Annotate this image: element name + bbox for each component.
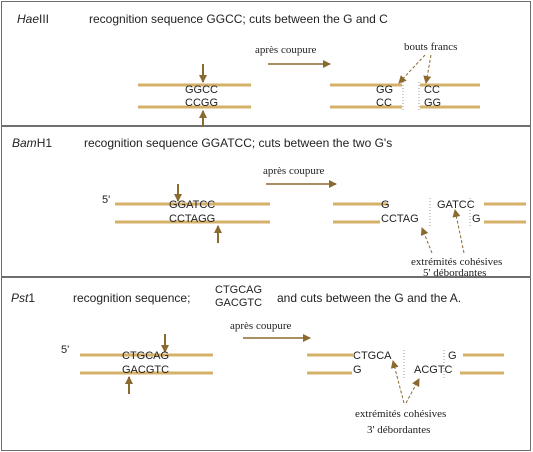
recognition-sequence-top: CTGCAG	[215, 284, 263, 296]
sequence-after-right-bottom: GG	[424, 97, 442, 109]
pointer-arrow-left	[398, 54, 426, 84]
sequence-before-bottom: CCGG	[185, 97, 218, 109]
enzyme-name-italic: Hae	[17, 12, 40, 26]
enzyme-name-italic: Bam	[12, 136, 37, 150]
five-prime-label: 5'	[102, 194, 111, 206]
pointer-arrow-left	[420, 227, 433, 254]
sequence-before-bottom: GACGTC	[122, 364, 170, 376]
result-label-line-2: 3' débordantes	[367, 424, 431, 436]
sequence-after-right-top: GATCC	[437, 199, 475, 211]
panel-haeiii	[1, 1, 531, 126]
sequence-before-top: CTGCAG	[122, 350, 170, 362]
enzyme-name: BamH1	[12, 137, 52, 149]
pointer-arrow-right	[452, 209, 465, 254]
enzyme-name-rest: H1	[36, 136, 53, 150]
sequence-after-left-top: CTGCA	[353, 350, 392, 362]
sequence-after-left-top: GG	[376, 84, 394, 96]
arrow-label: après coupure	[255, 44, 317, 56]
enzyme-name: HaeIII	[17, 13, 49, 25]
sequence-after-left-top: G	[381, 199, 390, 211]
pointer-arrow-left	[390, 360, 405, 404]
enzyme-name-rest: III	[39, 12, 50, 26]
pointer-arrow-right	[423, 54, 432, 84]
enzyme-name-italic: Pst	[11, 291, 29, 305]
result-label-line-1: extrémités cohésives	[411, 256, 503, 268]
enzyme-description: recognition sequence GGCC; cuts between …	[89, 12, 388, 26]
five-prime-label: 5'	[61, 344, 70, 356]
arrow-label: après coupure	[230, 320, 292, 332]
sequence-after-left-bottom: CC	[376, 97, 392, 109]
arrow-label: après coupure	[263, 165, 325, 177]
sequence-after-right-top: G	[448, 350, 457, 362]
result-label-line-1: extrémités cohésives	[355, 408, 447, 420]
sequence-after-right-bottom: G	[472, 213, 481, 225]
panel-bamh1	[1, 126, 531, 277]
panel-pst1	[1, 277, 531, 451]
enzyme-description: recognition sequence GGATCC; cuts betwee…	[84, 136, 393, 150]
recognition-sequence-bottom: GACGTC	[215, 297, 263, 309]
result-label: bouts francs	[404, 41, 458, 53]
enzyme-description-prefix: recognition sequence;	[73, 291, 191, 305]
sequence-after-left-bottom: G	[353, 364, 362, 376]
sequence-before-top: GGATCC	[169, 199, 216, 211]
sequence-after-right-top: CC	[424, 84, 440, 96]
enzyme-name-rest: 1	[28, 291, 36, 305]
pointer-arrow-right	[405, 378, 420, 404]
enzyme-name: Pst1	[11, 292, 35, 304]
sequence-after-right-bottom: ACGTC	[414, 364, 453, 376]
sequence-after-left-bottom: CCTAG	[381, 213, 419, 225]
sequence-before-bottom: CCTAGG	[169, 213, 216, 225]
sequence-before-top: GGCC	[185, 84, 218, 96]
enzyme-description-suffix: and cuts between the G and the A.	[277, 291, 462, 305]
result-label-line-2: 5' débordantes	[423, 267, 487, 279]
